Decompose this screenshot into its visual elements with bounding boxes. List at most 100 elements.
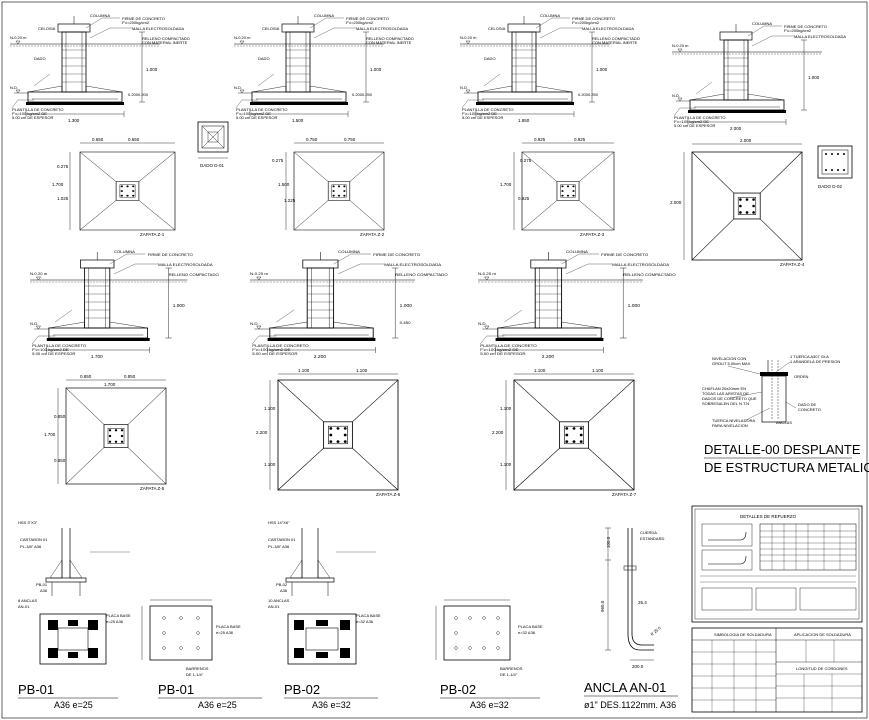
note-relleno: RELLENO COMPACTADO bbox=[366, 36, 414, 41]
dim-top-1: 1.100 bbox=[534, 368, 546, 373]
plan-z7: 1.100 1.100 1.100 2.200 1.100 ZAPATA Z-7 bbox=[492, 368, 637, 497]
dim-left-total: 1.700 bbox=[500, 182, 512, 187]
note-dado: DADO bbox=[484, 56, 496, 61]
det-note-12: DADO DE bbox=[798, 402, 817, 407]
note-plantilla2: F'c=100 kg/cm2 DE bbox=[252, 347, 290, 352]
dim-low-2: 0.250 bbox=[588, 92, 599, 97]
dim-top-2: 0.850 bbox=[124, 374, 136, 379]
dim-low-1: 0.200 bbox=[578, 92, 589, 97]
dim-section-height: 1.000 bbox=[173, 303, 185, 308]
dim-d4: 200.0 bbox=[632, 664, 644, 669]
dim-top-2: 0.650 bbox=[128, 137, 140, 142]
note-plantilla3: 5.00 cm DE ESPESOR bbox=[32, 351, 75, 356]
dim-d2: 960.0 bbox=[600, 600, 605, 612]
ancla-id-label: AN-01 bbox=[18, 604, 30, 609]
placa-label: PLACA BASE bbox=[106, 613, 131, 618]
det-note-6: TODAS LAS ARISTAS DE bbox=[702, 391, 749, 396]
detalle-00: NIVELACION CON GROUT 5.00cm MAX 1 TUERCA… bbox=[702, 354, 869, 475]
hss-label: HSS 3"X3" bbox=[18, 520, 38, 525]
note-firme2: F'c=200kg/cm2 bbox=[572, 20, 600, 25]
note-plantilla2: F'c=100 kg/cm2 DE bbox=[480, 347, 518, 352]
note-columna: COLUMNA bbox=[314, 13, 334, 18]
barr-label: BARRENOS bbox=[500, 666, 523, 671]
dim-left-total: 1.700 bbox=[44, 432, 56, 437]
section-z6: COLUMNA FIRME DE CONCRETO MALLA ELECTROS… bbox=[249, 249, 448, 360]
pb02-plan: PLACA BASE e=32 A36 PB-02 A36 e=32 bbox=[284, 613, 381, 710]
note-columna: COLUMNA bbox=[114, 249, 135, 254]
pb02-elevation: HSS 14"X6" CARTABON 01 PL-3/8" A36 PB-02… bbox=[268, 520, 376, 609]
dim-left-1: 0.275 bbox=[520, 158, 532, 163]
note-plantilla: PLANTILLA DE CONCRETO bbox=[32, 343, 86, 348]
dim-section-width: 1.850 bbox=[518, 118, 530, 123]
note-relleno2: CON MATERIAL INERTE bbox=[592, 40, 638, 45]
note-plantilla3: 5.00 cm DE ESPESOR bbox=[480, 351, 525, 356]
section-z1: COLUMNA FIRME DE CONCRETO F'c=200kg/cm2 … bbox=[9, 13, 190, 123]
note-plantilla3: 5.00 cm DE ESPESOR bbox=[252, 351, 297, 356]
note-firme: FIRME DE CONCRETO bbox=[122, 16, 165, 21]
dim-section-width: 2.000 bbox=[730, 126, 742, 131]
pb02b-plan: PLACA BASE e=32 A36 BARRENOS DE 1-1/4" P… bbox=[435, 599, 543, 710]
note-plantilla3: 5.00 cm DE ESPESOR bbox=[674, 123, 715, 128]
dim-top-2: 0.750 bbox=[344, 137, 356, 142]
note-nd: N.D. bbox=[250, 321, 259, 326]
note-malla: MALLA ELECTROSOLDADA bbox=[794, 34, 846, 39]
note-n: N-0.20 m bbox=[672, 43, 689, 48]
det-note-2: GROUT 5.00cm MAX bbox=[712, 361, 751, 366]
pb-label: PB-02 bbox=[276, 582, 288, 587]
note-malla: MALLA ELECTROSOLDADA bbox=[582, 26, 634, 31]
plan-z2: 0.750 0.750 0.275 1.500 1.225 ZAPATA Z-2 bbox=[272, 137, 385, 237]
det-note-9: TUERCA NIVELADORA bbox=[712, 418, 755, 423]
note-relleno2: CON MATERIAL INERTE bbox=[142, 40, 188, 45]
tabla-refuerzo-title: DETALLES DE REFUERZO bbox=[740, 514, 797, 519]
ancla-spec: ø1" DES.1122mm. A36 bbox=[584, 700, 676, 710]
dim-top-2: 0.925 bbox=[574, 137, 586, 142]
dim-low-2: 0.250 bbox=[362, 92, 373, 97]
dado-d02: DADO D-02 bbox=[817, 145, 853, 189]
pl-label: PL-3/8" A36 bbox=[20, 544, 42, 549]
note-firme: FIRME DE CONCRETO bbox=[601, 252, 649, 257]
det-note-4: 1 ARANDELA DE PRESION bbox=[790, 359, 840, 364]
pb01b-title: PB-01 bbox=[158, 682, 194, 697]
note-plantilla2: F'c=100 kg/cm2 DE bbox=[462, 111, 497, 116]
det-note-13: CONCRETO bbox=[798, 407, 821, 412]
dim-low-1: 0.200 bbox=[128, 92, 139, 97]
dim-d1: 100.0 bbox=[606, 536, 611, 548]
dim-top-1: 0.850 bbox=[80, 374, 92, 379]
dim-left-2: 1.100 bbox=[264, 462, 276, 467]
dim-section-width: 1.300 bbox=[68, 118, 80, 123]
det-note-3: 1 TUERCA A307 Gr.A bbox=[790, 354, 829, 359]
pb01-plan: PLACA BASE e=25 A36 PB-01 A36 e=25 bbox=[18, 613, 131, 710]
detalle-title-2: DE ESTRUCTURA METALICA bbox=[704, 460, 869, 475]
note-n: N-0.20 m bbox=[10, 35, 27, 40]
plan-z1: 0.650 0.650 0.275 1.700 1.025 ZAPATA Z-1 bbox=[52, 137, 176, 237]
note-plantilla2: F'c=100 kg/cm2 DE bbox=[32, 347, 69, 352]
section-z4: COLUMNA FIRME DE CONCRETO F'c=200kg/cm2 … bbox=[671, 21, 846, 131]
note-celosia: CELOSIA bbox=[488, 26, 506, 31]
dim-top-1: 0.925 bbox=[534, 137, 546, 142]
note-plantilla3: 5.00 cm DE ESPESOR bbox=[462, 115, 503, 120]
tabla-aplicacion-title: APLICACION DE SOLDADURA bbox=[794, 632, 851, 637]
note-columna: COLUMNA bbox=[540, 13, 560, 18]
plan-label: ZAPATA Z-5 bbox=[140, 486, 165, 491]
note-n: N-0.20 m bbox=[460, 35, 477, 40]
rad-label: R 25.0 bbox=[649, 625, 662, 637]
dim-left-2: 0.925 bbox=[518, 196, 530, 201]
note-n: N-0.20 m bbox=[250, 271, 269, 276]
cuerda-label: CUERDA bbox=[640, 530, 657, 535]
note-nd: N.D. bbox=[30, 321, 38, 326]
note-firme2: F'c=200kg/cm2 bbox=[346, 20, 374, 25]
pb01b-plan: PLACA BASE e=25 A36 BARRENOS DE 1-1/4" P… bbox=[141, 599, 262, 710]
note-nd: N.D. bbox=[460, 85, 468, 90]
placa-label-2: e=32 A36 bbox=[356, 619, 374, 624]
note-firme: FIRME DE CONCRETO bbox=[373, 252, 421, 257]
dim-section-height: 1.000 bbox=[596, 67, 608, 72]
dim-left-2: 1.100 bbox=[500, 462, 512, 467]
note-plantilla: PLANTILLA DE CONCRETO bbox=[236, 107, 288, 112]
plan-z4: 2.000 2.000 ZAPATA Z-4 bbox=[670, 138, 805, 267]
note-malla: MALLA ELECTROSOLDADA bbox=[158, 262, 213, 267]
plan-label: ZAPATA Z-3 bbox=[580, 232, 605, 237]
det-note-5: CHAFLAN 20x20mm EN bbox=[702, 386, 746, 391]
det-note-7: DADOS DE CONCRETO QUE bbox=[702, 396, 757, 401]
note-n: N-0.20 m bbox=[234, 35, 251, 40]
